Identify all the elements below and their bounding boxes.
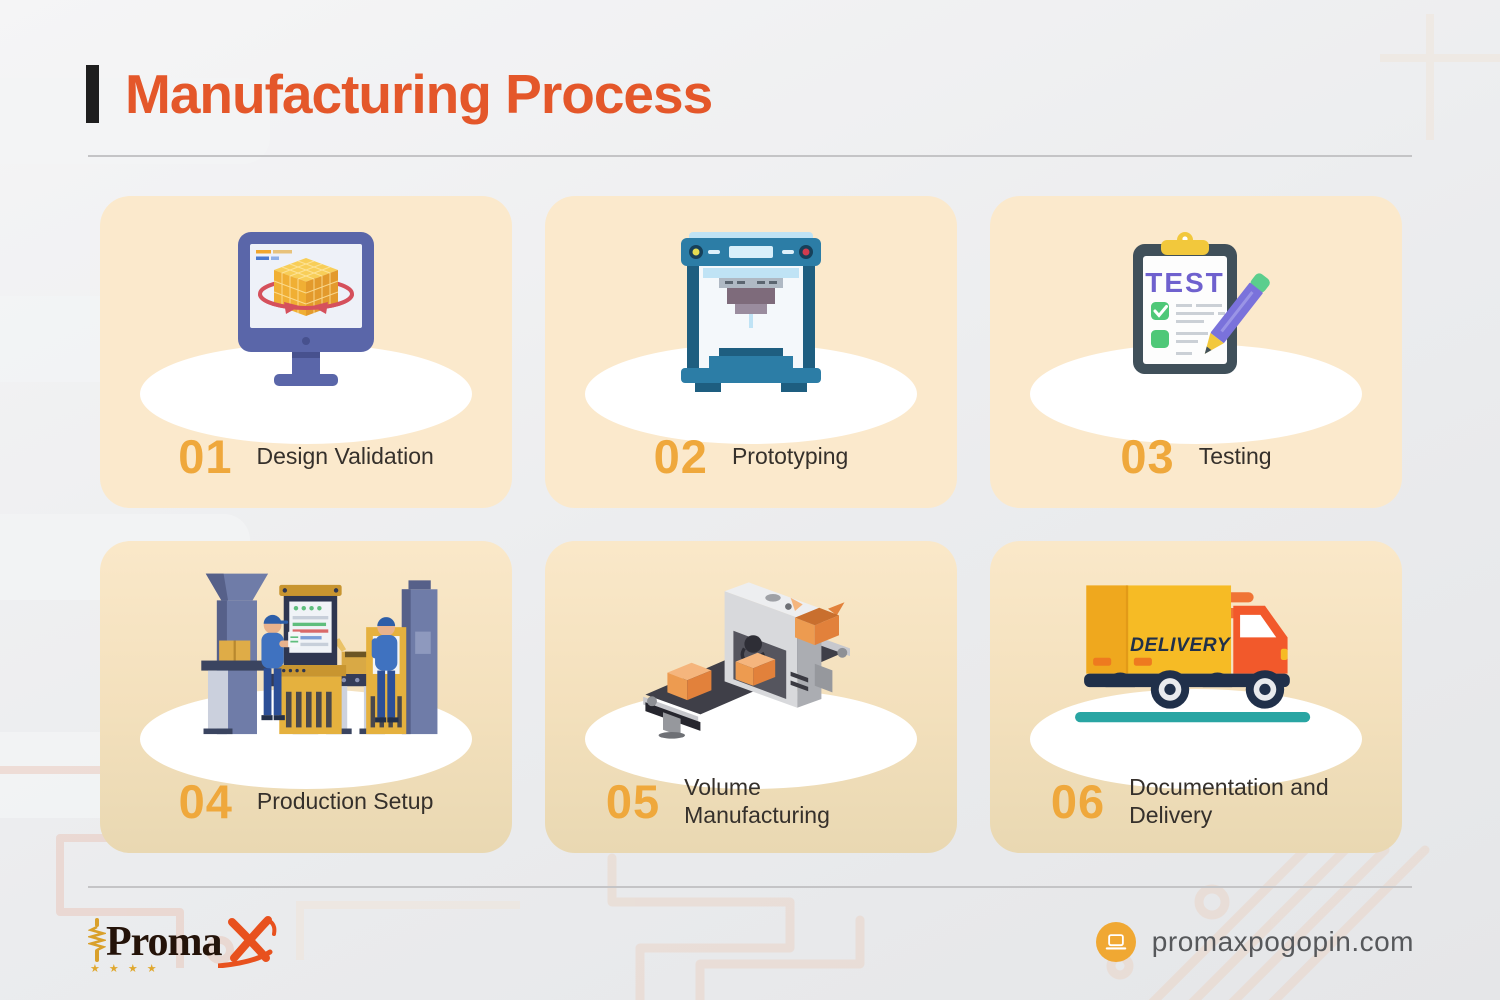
step-card-documentation-delivery: DELIVERY 06 Docume: [990, 541, 1402, 853]
test-text: TEST: [1145, 267, 1225, 298]
step-label: Design Validation: [256, 442, 434, 469]
test-clipboard-pencil-icon: TEST: [1133, 232, 1270, 374]
step-number: 03: [1120, 429, 1175, 483]
pogo-pin-icon: [88, 918, 106, 962]
promax-logo: Proma ★ ★ ★ ★: [88, 916, 280, 975]
header: Manufacturing Process: [86, 62, 713, 126]
assembly-line-workers-icon: [201, 573, 438, 735]
step-card-prototyping: 02 Prototyping: [545, 196, 957, 508]
step-label: Volume Manufacturing: [684, 773, 830, 828]
website-link[interactable]: promaxpogopin.com: [1095, 922, 1414, 962]
worker-figure-right: [371, 617, 399, 723]
logo-x-swoosh-icon: [217, 916, 276, 968]
step-card-design-validation: 01 Design Validation: [100, 196, 512, 508]
monitor-3d-cube-icon: [238, 232, 374, 386]
delivery-truck-icon: DELIVERY: [1075, 585, 1311, 723]
3d-printer-icon: [681, 232, 821, 392]
step-label: Testing: [1198, 442, 1272, 469]
footer-divider: [88, 886, 1412, 888]
website-url[interactable]: promaxpogopin.com: [1151, 926, 1414, 957]
open-box-output: [790, 597, 845, 646]
box-on-belt: [667, 662, 712, 701]
header-divider: [88, 155, 1412, 157]
step-card-testing: TEST: [990, 196, 1402, 508]
page-title: Manufacturing Process: [125, 63, 713, 125]
steps-grid: 01 Design Validation: [100, 196, 1402, 853]
logo-brand-text: Proma: [106, 919, 223, 965]
step-number: 04: [178, 774, 233, 828]
icon-platform-ellipse: [1030, 689, 1362, 789]
step-card-volume-manufacturing: 05 Volume Manufacturing: [545, 541, 957, 853]
step-label: Documentation and Delivery: [1129, 773, 1329, 828]
step-card-production-setup: 04 Production Setup: [100, 541, 512, 853]
step-number: 06: [1050, 774, 1106, 828]
step-number: 01: [178, 429, 233, 483]
step-number: 05: [605, 774, 661, 828]
conveyor-packing-machine-icon: [643, 582, 850, 739]
logo-stars: ★ ★ ★ ★: [90, 963, 160, 975]
step-number: 02: [653, 429, 708, 483]
icon-platform-ellipse: [585, 689, 917, 789]
title-accent-bar: [86, 65, 99, 123]
laptop-icon: [1095, 922, 1136, 962]
worker-figure-left: [261, 614, 301, 721]
step-label: Production Setup: [256, 787, 434, 814]
box-under-claw: [735, 652, 776, 686]
delivery-text: DELIVERY: [1130, 635, 1232, 656]
footer: Proma ★ ★ ★ ★ promaxpogopin.com: [88, 902, 1414, 982]
step-label: Prototyping: [731, 442, 849, 469]
